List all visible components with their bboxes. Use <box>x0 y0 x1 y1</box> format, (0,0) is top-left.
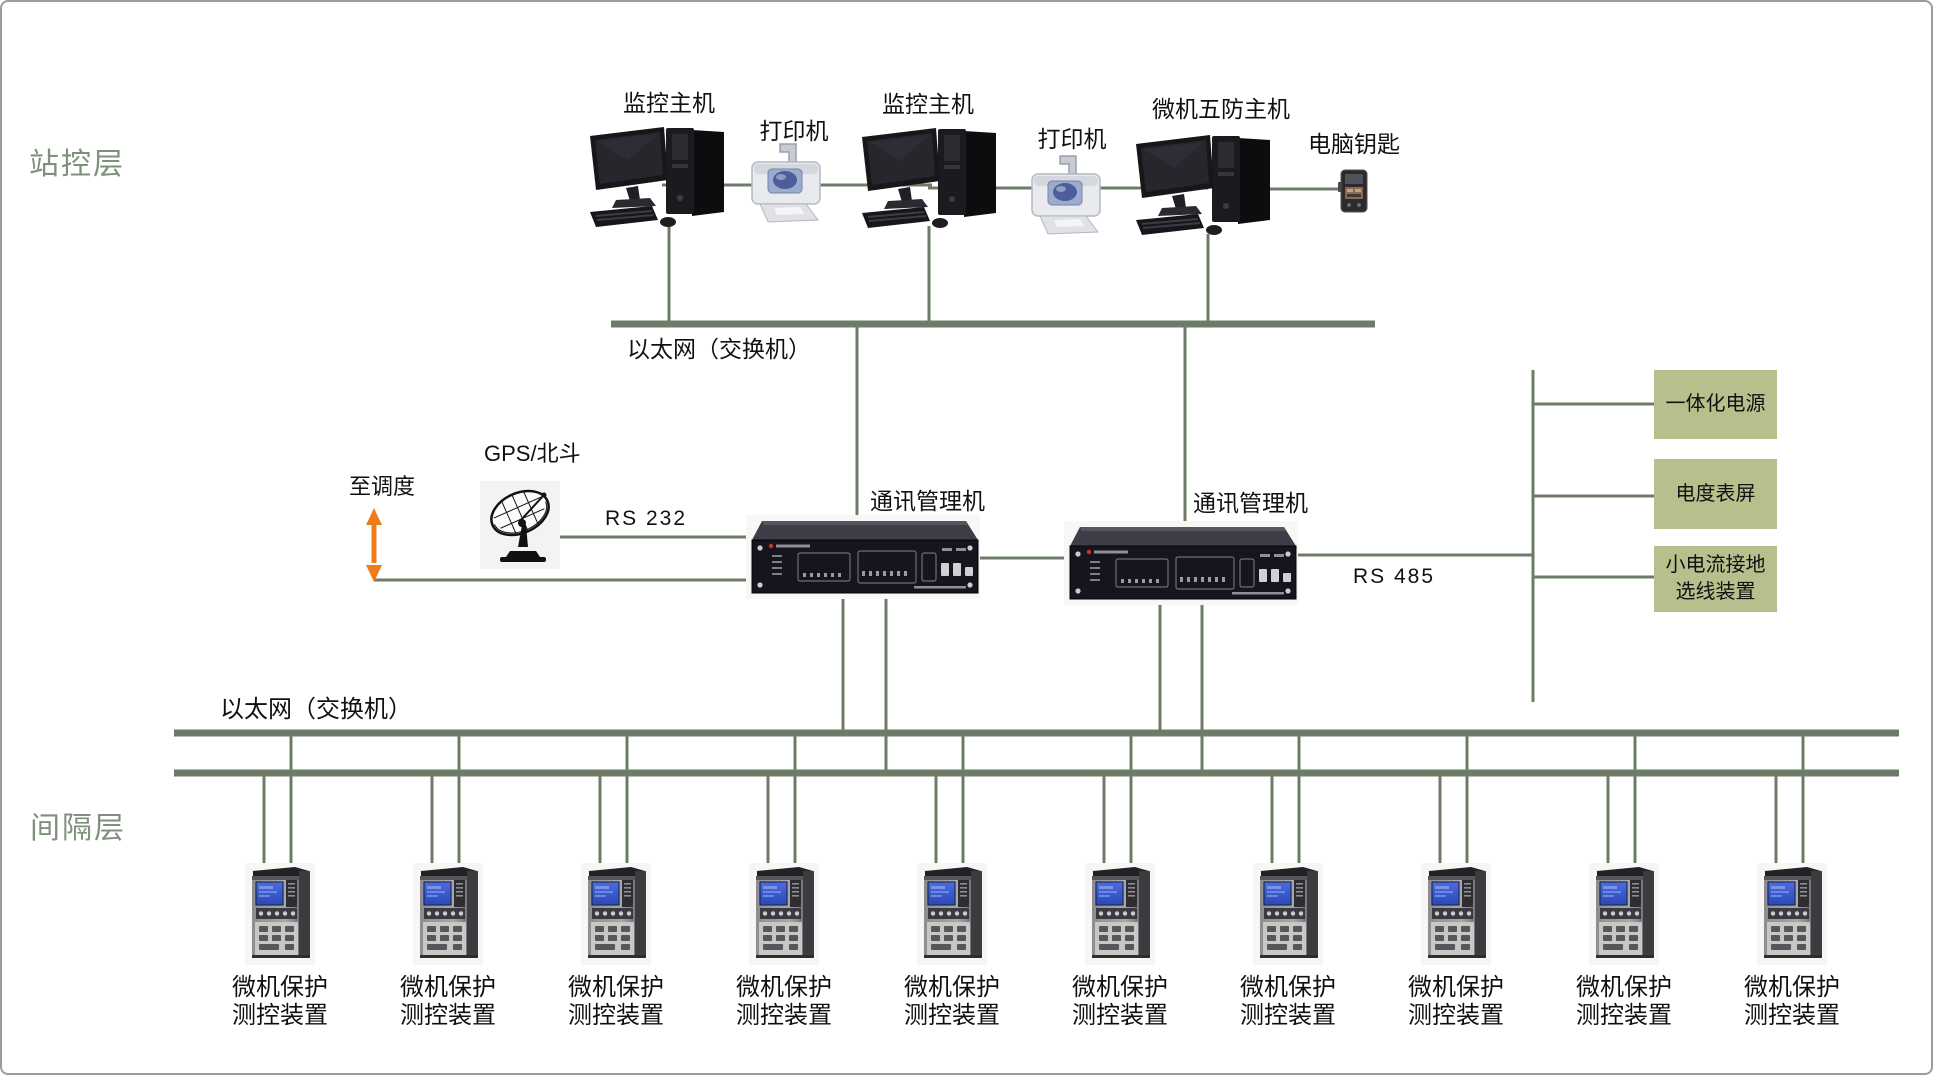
bay-device-6 <box>1084 862 1156 970</box>
comm-manager-1-device <box>745 514 981 604</box>
bay-device-4 <box>748 862 820 970</box>
bay-device-2-label: 微机保护测控装置 <box>400 974 496 1029</box>
bay-device-7 <box>1252 862 1324 970</box>
printer-1 <box>748 142 826 231</box>
bay-device-5 <box>916 862 988 970</box>
bay-device-label-line1: 微机保护 <box>1744 974 1840 1001</box>
bay-device-label-line1: 微机保护 <box>1408 974 1504 1001</box>
bay-device-label-line2: 测控装置 <box>1576 1001 1672 1029</box>
monitor-host-2-label: 监控主机 <box>882 91 974 117</box>
bay-device-wires <box>262 730 1805 866</box>
panel-ground-selection: 小电流接地 选线装置 <box>1654 546 1777 612</box>
five-prevention-host-label: 微机五防主机 <box>1152 96 1290 122</box>
station-layer-label: 站控层 <box>29 148 125 181</box>
rs485-label: RS 485 <box>1353 565 1436 588</box>
bay-device-label-line2: 测控装置 <box>1072 1001 1168 1029</box>
bay-device-label-line1: 微机保护 <box>232 974 328 1001</box>
printer-1-label: 打印机 <box>759 118 829 144</box>
bay-device-10 <box>1756 862 1828 970</box>
bay-device-label-line2: 测控装置 <box>1744 1001 1840 1029</box>
panel-energy-meter: 电度表屏 <box>1654 459 1777 529</box>
monitor-host-2-computer <box>860 121 1010 238</box>
gps-beidou-label: GPS/北斗 <box>484 441 581 466</box>
bay-device-label-line1: 微机保护 <box>1072 974 1168 1001</box>
computer-key-label: 电脑钥匙 <box>1308 131 1400 157</box>
bay-device-3-label: 微机保护测控装置 <box>568 974 664 1029</box>
ethernet-bottom-label: 以太网（交换机） <box>220 696 412 723</box>
panel-ground-selection-label-line2: 选线装置 <box>1675 581 1756 603</box>
rs232-label: RS 232 <box>605 507 688 530</box>
station-links <box>374 183 1654 776</box>
bay-device-2 <box>412 862 484 970</box>
five-prevention-host-computer <box>1134 128 1284 245</box>
bay-device-9-label: 微机保护测控装置 <box>1576 974 1672 1029</box>
monitor-host-1-computer <box>588 120 738 237</box>
to-dispatch-label: 至调度 <box>349 474 416 499</box>
panel-integrated-power: 一体化电源 <box>1654 370 1777 439</box>
bay-layer-label: 间隔层 <box>30 812 126 845</box>
bay-device-9 <box>1588 862 1660 970</box>
bay-device-label-line1: 微机保护 <box>568 974 664 1001</box>
bay-device-label-line2: 测控装置 <box>400 1001 496 1029</box>
ethernet-buses <box>174 320 1899 777</box>
bay-device-label-line2: 测控装置 <box>1408 1001 1504 1029</box>
satellite-dish <box>478 479 562 574</box>
bay-device-label-line2: 测控装置 <box>904 1001 1000 1029</box>
bay-device-5-label: 微机保护测控装置 <box>904 974 1000 1029</box>
bay-device-label-line1: 微机保护 <box>904 974 1000 1001</box>
bay-device-label-line2: 测控装置 <box>736 1001 832 1029</box>
panel-energy-meter-label: 电度表屏 <box>1675 482 1756 505</box>
bay-device-3 <box>580 862 652 970</box>
bay-device-label-line1: 微机保护 <box>1576 974 1672 1001</box>
bay-device-label-line1: 微机保护 <box>400 974 496 1001</box>
panel-integrated-power-label: 一体化电源 <box>1665 393 1766 415</box>
bay-device-label-line2: 测控装置 <box>1240 1001 1336 1029</box>
comm-manager-2-device <box>1063 520 1299 610</box>
panel-ground-selection-label-line1: 小电流接地 <box>1665 554 1766 576</box>
bay-device-8-label: 微机保护测控装置 <box>1408 974 1504 1029</box>
printer-2-label: 打印机 <box>1037 126 1107 152</box>
computer-key-device <box>1337 168 1370 219</box>
dispatch-arrow <box>366 508 382 582</box>
printer-2 <box>1028 154 1106 243</box>
bay-device-label-line2: 测控装置 <box>232 1001 328 1029</box>
bay-device-label-line1: 微机保护 <box>736 974 832 1001</box>
bay-device-1-label: 微机保护测控装置 <box>232 974 328 1029</box>
bay-device-label-line1: 微机保护 <box>1240 974 1336 1001</box>
comm-manager-2-label: 通讯管理机 <box>1193 490 1308 516</box>
bay-device-8 <box>1420 862 1492 970</box>
bay-device-1 <box>244 862 316 970</box>
bay-device-10-label: 微机保护测控装置 <box>1744 974 1840 1029</box>
ethernet-top-label: 以太网（交换机） <box>627 336 811 362</box>
bay-device-4-label: 微机保护测控装置 <box>736 974 832 1029</box>
comm-manager-1-label: 通讯管理机 <box>870 488 985 514</box>
bay-device-6-label: 微机保护测控装置 <box>1072 974 1168 1029</box>
bay-device-7-label: 微机保护测控装置 <box>1240 974 1336 1029</box>
monitor-host-1-label: 监控主机 <box>623 90 715 116</box>
bay-device-label-line2: 测控装置 <box>568 1001 664 1029</box>
